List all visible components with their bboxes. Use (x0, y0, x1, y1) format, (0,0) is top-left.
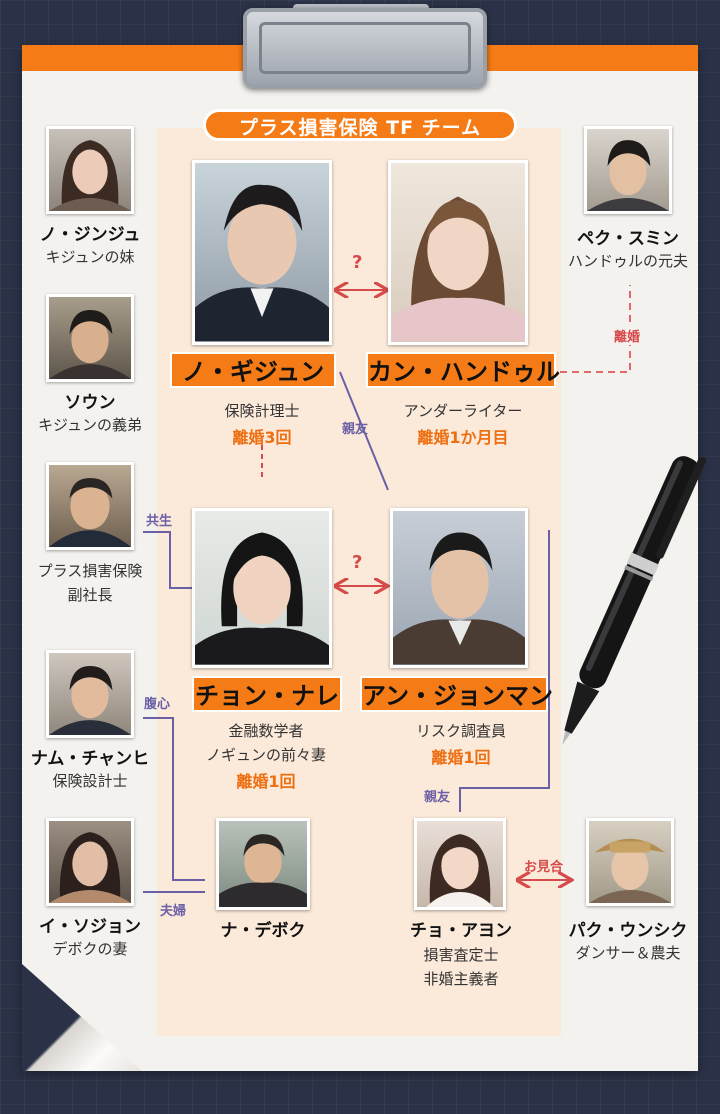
portrait-debok (216, 818, 310, 910)
name-soun: ソウン (64, 393, 116, 413)
nameplate-kijun: ノ・ギジュン (170, 352, 336, 388)
portrait-handuru (388, 160, 528, 345)
portrait-soun (46, 294, 134, 382)
role-unsik: ダンサー＆農夫 (575, 944, 681, 962)
name-jinju: ノ・ジンジュ (39, 225, 141, 245)
portrait-smin (584, 126, 672, 214)
name-smin: ペク・スミン (577, 229, 679, 249)
nameplate-nare: チョン・ナレ (192, 676, 342, 712)
portrait-kijun (192, 160, 332, 345)
name-chanhi: ナム・チャンヒ (30, 749, 150, 769)
name-debok: ナ・デボク (220, 921, 306, 941)
portrait-sojon (46, 818, 134, 906)
relation-divorce: 離婚 (612, 326, 643, 345)
name-sojon: イ・ソジョン (39, 917, 141, 937)
relation-question-2: ? (352, 552, 363, 573)
name-ayeon: チョ・アヨン (410, 921, 512, 941)
role-ayeon-2: 非婚主義者 (423, 970, 499, 988)
role-nare-1: 金融数学者 (228, 722, 304, 740)
relation-kyosei: 共生 (146, 514, 173, 529)
portrait-nare (192, 508, 332, 668)
relation-question-1: ? (352, 252, 363, 273)
role-vice-president-2: 副社長 (67, 586, 113, 604)
clipboard-clip (243, 8, 487, 88)
relation-fukushin: 腹心 (144, 697, 171, 712)
relation-fufu: 夫婦 (160, 904, 187, 919)
portrait-jeongman (390, 508, 528, 668)
portrait-unsik (586, 818, 674, 906)
role-jinju: キジュンの妹 (45, 248, 135, 266)
role-smin: ハンドゥルの元夫 (567, 252, 688, 270)
note-nare: 離婚1回 (236, 772, 296, 791)
relation-omiai: お見合 (524, 860, 564, 875)
note-kijun: 離婚3回 (232, 428, 292, 447)
role-soun: キジュンの義弟 (38, 416, 142, 434)
relation-bestfriend-2: 親友 (424, 790, 451, 805)
role-kijun: 保険計理士 (224, 402, 300, 420)
nameplate-jeongman: アン・ジョンマン (360, 676, 553, 712)
note-handuru: 離婚1か月目 (417, 428, 509, 447)
portrait-vice-president (46, 462, 134, 550)
portrait-jinju (46, 126, 134, 214)
role-vice-president-1: プラス損害保険 (37, 562, 143, 580)
role-ayeon-1: 損害査定士 (423, 946, 499, 964)
name-unsik: パク・ウンシク (568, 921, 688, 941)
relation-bestfriend-1: 親友 (342, 422, 369, 437)
role-sojon: デボクの妻 (52, 940, 128, 958)
portrait-chanhi (46, 650, 134, 738)
role-nare-2: ノギュンの前々妻 (205, 746, 326, 764)
role-jeongman: リスク調査員 (415, 722, 506, 740)
team-title: プラス損害保険 TF チーム (203, 109, 517, 141)
role-handuru: アンダーライター (403, 402, 523, 420)
role-chanhi: 保険設計士 (52, 772, 128, 790)
nameplate-handuru: カン・ハンドゥル (366, 352, 560, 388)
portrait-ayeon (414, 818, 506, 910)
note-jeongman: 離婚1回 (431, 748, 491, 767)
